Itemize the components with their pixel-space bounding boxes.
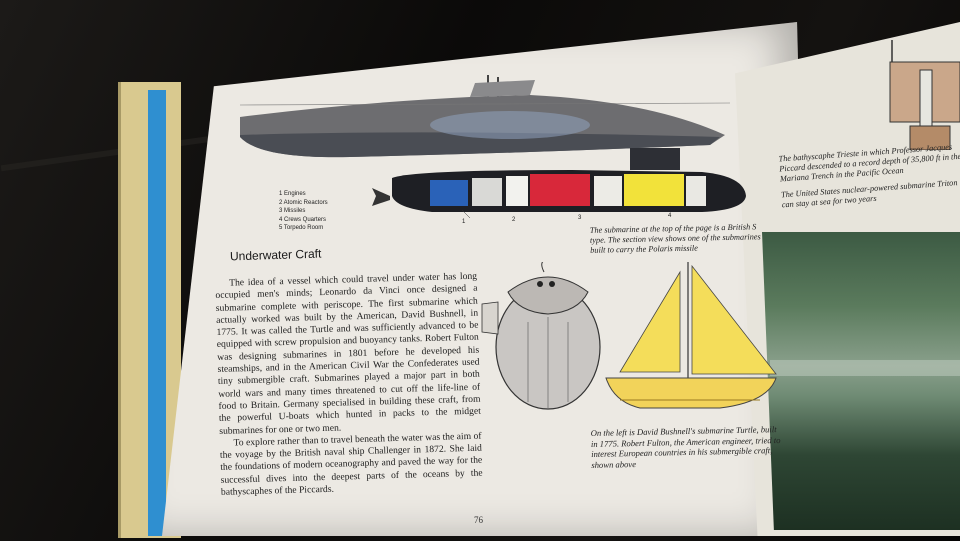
body-paragraph: The idea of a vessel which could travel …	[215, 270, 481, 437]
polaris-submarine-section	[372, 148, 746, 218]
diagram-legend: 1 Engines 2 Atomic Reactors 3 Missiles 4…	[279, 190, 328, 233]
legend-item: 5 Torpedo Room	[279, 225, 324, 231]
diagram-number-1: 1	[462, 219, 466, 225]
diagram-number-4: 4	[668, 213, 672, 219]
photo-light-band	[770, 360, 960, 376]
body-paragraph: To explore rather than to travel beneath…	[219, 430, 483, 498]
book-blue-edge	[148, 90, 166, 536]
diagram-number-3: 3	[578, 215, 582, 221]
caption-turtle: On the left is David Bushnell's submarin…	[590, 424, 781, 470]
legend-item: 3 Missiles	[279, 208, 306, 214]
fulton-sailing-submersible-illustration	[605, 262, 777, 409]
body-text: The idea of a vessel which could travel …	[215, 271, 483, 500]
caption-submarine: The submarine at the top of the page is …	[589, 222, 761, 255]
legend-item: 4 Crews Quarters	[279, 216, 327, 223]
turtle-submarine-illustration	[481, 262, 601, 410]
trieste-bathyscaphe-illustration	[889, 40, 960, 150]
legend-item: 2 Atomic Reactors	[279, 199, 328, 206]
legend-item: 1 Engines	[279, 191, 306, 197]
section-heading: Underwater Craft	[229, 246, 322, 264]
diagram-number-2: 2	[512, 217, 516, 223]
page-number: 76	[474, 515, 483, 525]
s-type-submarine-illustration	[239, 75, 730, 158]
underwater-photo	[762, 232, 960, 530]
